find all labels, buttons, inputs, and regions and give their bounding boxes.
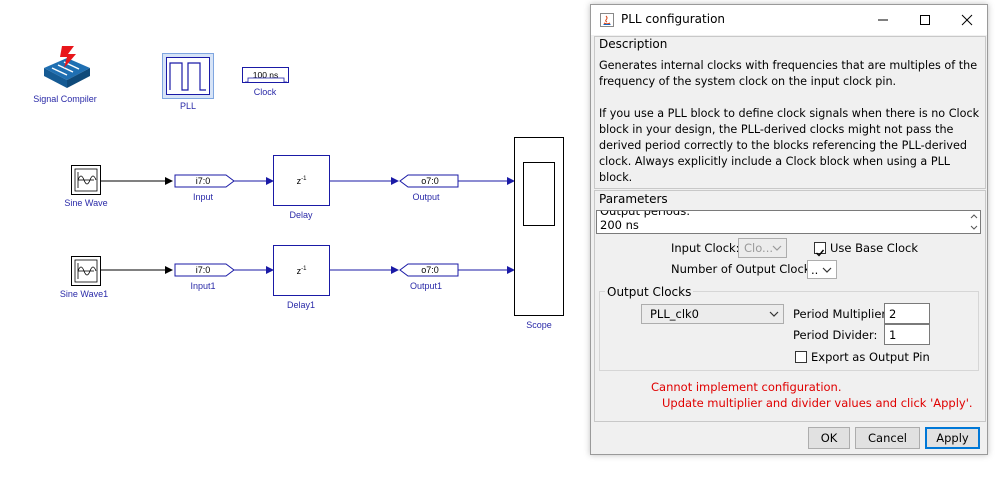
- output-port-shape: [399, 174, 459, 188]
- java-app-icon: [600, 13, 614, 27]
- input1-port-type: i7:0: [195, 265, 211, 275]
- export-pin-label: Export as Output Pin: [811, 350, 930, 364]
- use-base-clock-label: Use Base Clock: [830, 241, 919, 255]
- minimize-button[interactable]: [862, 5, 904, 35]
- description-header: Description: [599, 37, 668, 51]
- output-label[interactable]: Output: [412, 192, 440, 202]
- output-periods-value: 200 ns: [600, 218, 639, 232]
- output1-port-type: o7:0: [421, 265, 439, 275]
- signal-compiler-block[interactable]: [38, 44, 96, 90]
- period-multiplier-input[interactable]: [885, 304, 929, 323]
- clock-block[interactable]: 100 ns: [242, 67, 289, 83]
- sine-wave1-block[interactable]: [71, 256, 101, 286]
- pll-configuration-dialog: PLL configuration Description Generates …: [590, 4, 988, 455]
- clock-pulse-icon: [245, 77, 287, 83]
- sine-wave-label: Sine Wave: [64, 198, 108, 208]
- chevron-down-icon: [769, 311, 779, 317]
- error-message-line-2: Update multiplier and divider values and…: [662, 396, 973, 410]
- cancel-button[interactable]: Cancel: [855, 427, 920, 449]
- output1-port-shape: [399, 263, 459, 277]
- title-bar[interactable]: PLL configuration: [591, 5, 987, 35]
- maximize-icon: [920, 15, 930, 25]
- output-periods-label: Output periods:: [600, 210, 691, 218]
- close-icon: [961, 14, 973, 26]
- export-pin-checkbox[interactable]: [795, 351, 807, 363]
- minimize-icon: [878, 19, 888, 21]
- input-port-type: i7:0: [195, 176, 211, 186]
- sine-wave-block[interactable]: [71, 165, 101, 195]
- scope-screen: [523, 162, 555, 226]
- scope-label: Scope: [526, 320, 552, 330]
- dialog-title: PLL configuration: [621, 12, 726, 26]
- clock-period-text: 100 ns: [252, 69, 279, 80]
- input-label[interactable]: Input: [192, 192, 214, 202]
- chevron-down-icon: [772, 245, 782, 251]
- delay1-label: Delay1: [286, 300, 316, 310]
- input-clock-label: Input Clock:: [671, 241, 740, 255]
- num-output-clocks-label: Number of Output Clocks:: [671, 262, 821, 276]
- pll-block[interactable]: [162, 53, 214, 99]
- pll-waveform-icon: [169, 62, 206, 91]
- period-multiplier-label: Period Multiplier:: [793, 307, 890, 321]
- signal-compiler-icon: [44, 46, 90, 88]
- scroll-up-icon: [970, 214, 978, 219]
- delay-block[interactable]: z-1: [273, 155, 330, 206]
- description-paragraph-2: If you use a PLL block to define clock s…: [599, 107, 980, 184]
- maximize-button[interactable]: [904, 5, 946, 35]
- scope-block[interactable]: [514, 137, 564, 316]
- sine-wave-icon: [74, 168, 98, 192]
- scrollbar[interactable]: [968, 211, 980, 233]
- input-clock-select[interactable]: Clo...: [738, 238, 787, 258]
- parameters-header: Parameters: [599, 192, 668, 206]
- output-clocks-header: Output Clocks: [605, 285, 694, 299]
- apply-button[interactable]: Apply: [925, 427, 980, 449]
- output-clock-select[interactable]: PLL_clk0: [641, 304, 784, 324]
- chevron-down-icon: [822, 267, 832, 273]
- output-periods-area[interactable]: Output periods: 200 ns: [596, 210, 981, 234]
- output-port-type: o7:0: [421, 176, 439, 186]
- input1-label[interactable]: Input1: [190, 281, 216, 291]
- signal-compiler-label: Signal Compiler: [33, 94, 97, 104]
- input1-port-shape: [174, 263, 235, 277]
- model-canvas: Signal Compiler PLL 100 ns Clock Sine Wa…: [33, 44, 564, 330]
- period-divider-field[interactable]: [884, 324, 930, 345]
- input-port-shape: [174, 174, 235, 188]
- pll-label: PLL: [179, 101, 197, 111]
- sine-wave1-label: Sine Wave1: [59, 289, 109, 299]
- period-divider-label: Period Divider:: [793, 328, 878, 342]
- ok-button[interactable]: OK: [808, 427, 850, 449]
- delay1-block[interactable]: z-1: [273, 245, 330, 296]
- scroll-down-icon: [970, 225, 978, 230]
- sine-wave1-icon: [74, 259, 98, 283]
- output1-label[interactable]: Output1: [409, 281, 443, 291]
- description-panel: [594, 36, 986, 189]
- description-paragraph-1: Generates internal clocks with frequenci…: [599, 59, 978, 88]
- period-divider-input[interactable]: [885, 325, 929, 344]
- close-button[interactable]: [946, 5, 988, 35]
- check-icon: [816, 249, 825, 257]
- use-base-clock-checkbox[interactable]: [814, 242, 826, 257]
- delay-label: Delay: [289, 210, 313, 220]
- description-text: Generates internal clocks with frequenci…: [599, 58, 983, 202]
- signal-lines: [101, 174, 515, 277]
- clock-label: Clock: [253, 87, 277, 97]
- num-output-clocks-select[interactable]: ..: [807, 260, 837, 279]
- error-message-line-1: Cannot implement configuration.: [651, 380, 842, 394]
- period-multiplier-field[interactable]: [884, 303, 930, 324]
